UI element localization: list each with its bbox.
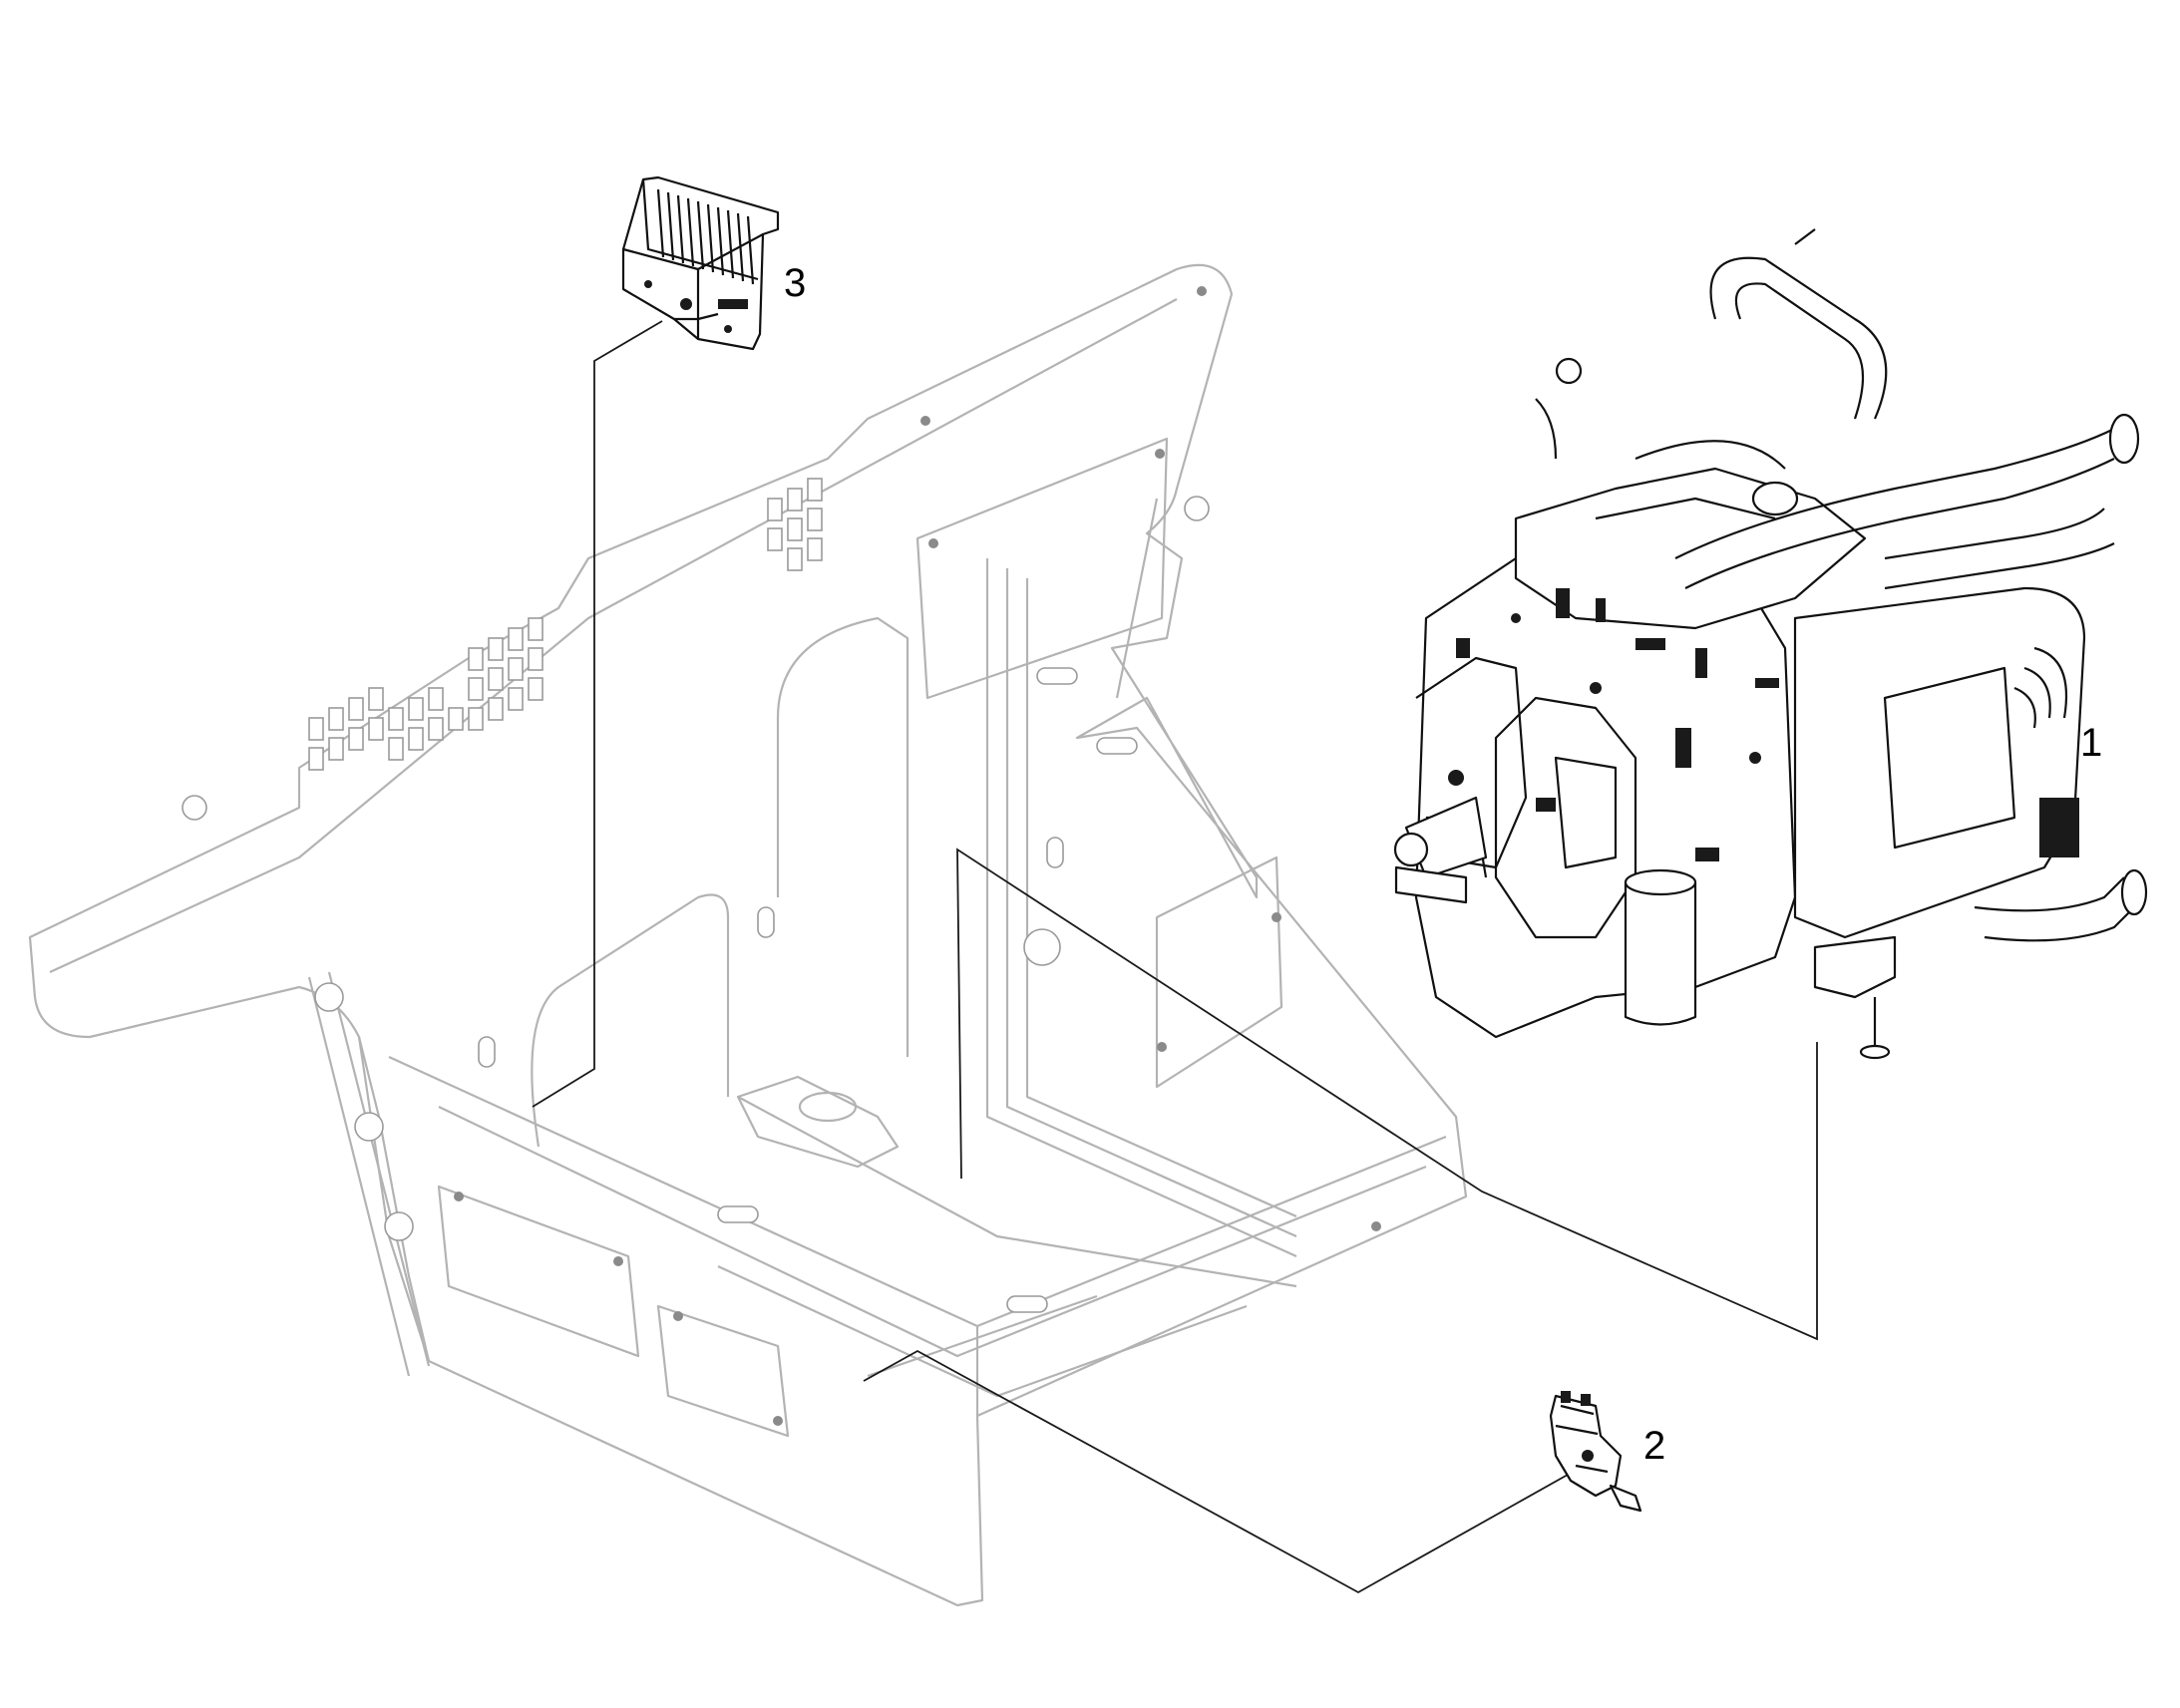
leader-line-sensor	[863, 1349, 1585, 1594]
sensor-part	[1549, 1391, 1642, 1513]
callout-labels: 1 2 3	[784, 261, 2102, 1468]
ventilation-slots	[308, 478, 823, 771]
engine-part	[1393, 228, 2148, 1060]
chassis-frame	[28, 263, 1468, 1607]
leader-line-engine	[956, 848, 1818, 1341]
leader-lines	[532, 320, 1818, 1594]
callout-engine: 1	[2080, 721, 2102, 765]
callout-control-unit: 3	[784, 261, 806, 305]
leader-line-control-unit	[532, 320, 663, 1108]
control-unit-part	[621, 175, 780, 351]
callout-sensor: 2	[1643, 1424, 1665, 1468]
heatsink-fins	[656, 188, 755, 285]
